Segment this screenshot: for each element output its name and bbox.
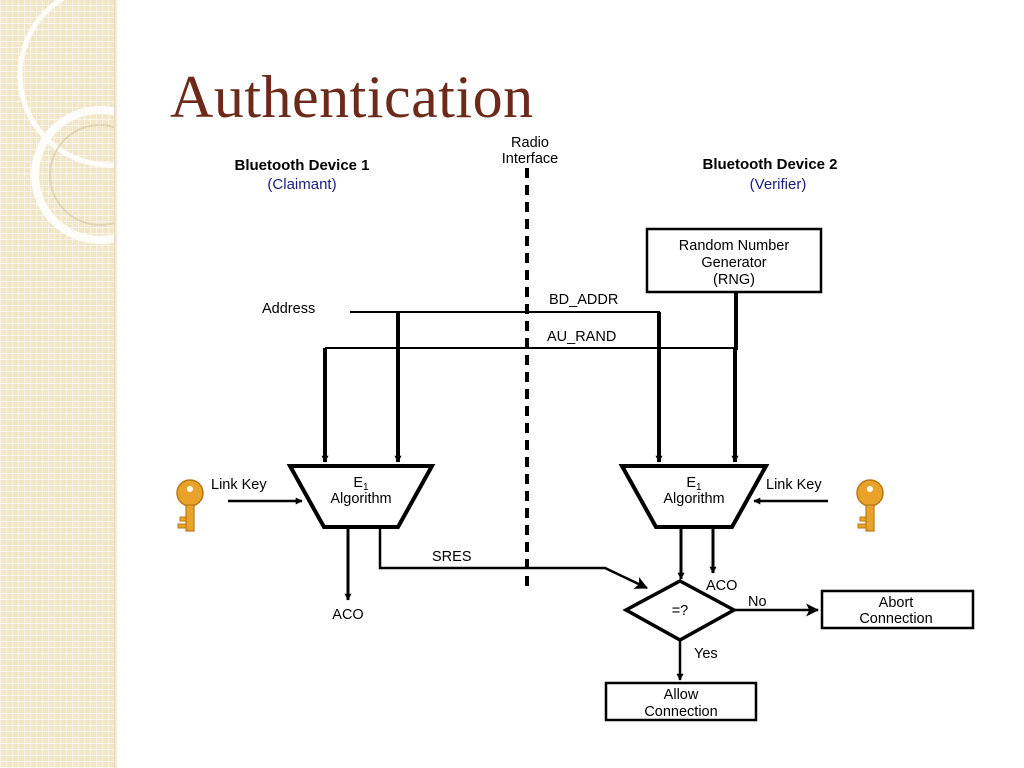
slide-title: Authentication: [170, 64, 534, 130]
rng-box: [645, 227, 823, 294]
link-key-left-label: Link Key: [211, 477, 267, 493]
radio-interface-label-line1: Radio: [511, 135, 549, 151]
link-key-right-label: Link Key: [766, 477, 822, 493]
yes-label: Yes: [694, 646, 718, 662]
e1-algorithm-left: [286, 464, 436, 529]
address-label: Address: [262, 301, 315, 317]
abort-label-line2: Connection: [859, 611, 932, 627]
sres-arrow: [378, 527, 648, 590]
rng-label-line3: (RNG): [713, 272, 755, 288]
e1-left-name: E1: [353, 475, 369, 493]
allow-label-line1: Allow: [664, 687, 699, 703]
sidebar-circles: [17, 0, 114, 244]
device2-role: (Verifier): [750, 176, 807, 193]
decorative-sidebar: [0, 0, 114, 768]
abort-connection-box: [820, 589, 975, 630]
e1-algorithm-right: [618, 464, 770, 529]
device2-name: Bluetooth Device 2: [702, 156, 837, 173]
no-label: No: [748, 594, 767, 610]
au-rand-label: AU_RAND: [547, 329, 616, 345]
rng-label-line1: Random Number: [679, 238, 790, 254]
sres-label: SRES: [432, 549, 472, 565]
rng-label-line2: Generator: [701, 255, 766, 271]
radio-interface-label-line2: Interface: [502, 151, 558, 167]
compare-label: =?: [672, 603, 689, 619]
sidebar-edge: [114, 0, 118, 768]
aco-right-label: ACO: [706, 578, 737, 594]
e1-left-label: Algorithm: [330, 491, 391, 507]
e1-right-name: E1: [686, 475, 702, 493]
abort-label-line1: Abort: [879, 595, 914, 611]
device1-name: Bluetooth Device 1: [234, 157, 369, 174]
key-icon: [856, 479, 884, 532]
device1-role: (Claimant): [267, 176, 336, 193]
aco-left-label: ACO: [332, 607, 363, 623]
allow-label-line2: Connection: [644, 704, 717, 720]
bd-addr-label: BD_ADDR: [549, 292, 618, 308]
e1-right-label: Algorithm: [663, 491, 724, 507]
allow-connection-box: [604, 681, 758, 722]
key-icon: [176, 479, 204, 532]
